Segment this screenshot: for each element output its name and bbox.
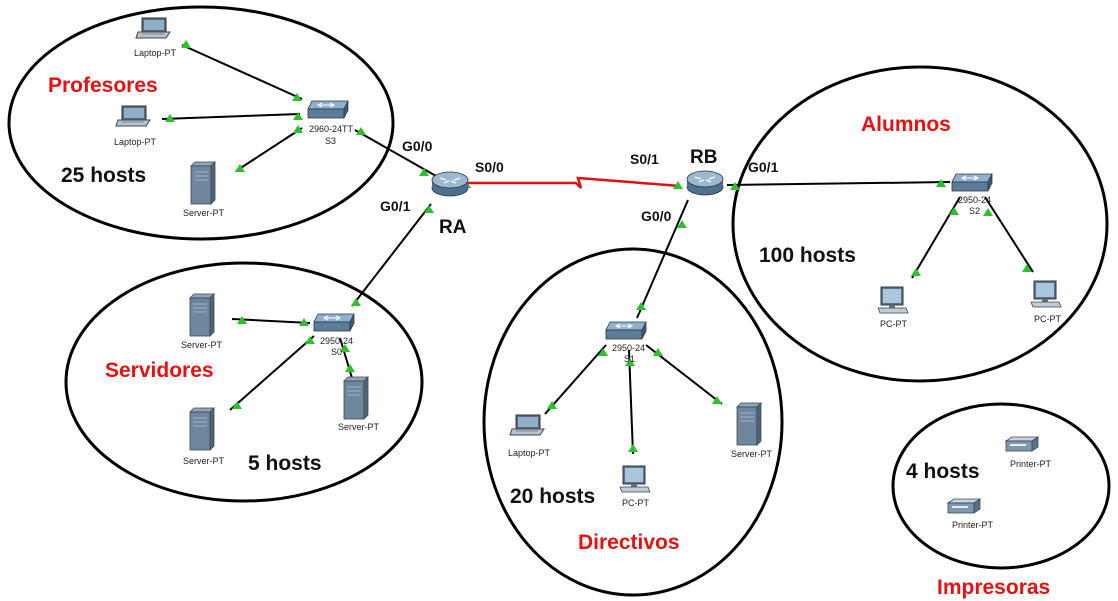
links bbox=[161, 44, 1034, 455]
link-s2-pc2 bbox=[984, 196, 1034, 273]
pc-icon[interactable] bbox=[1030, 280, 1062, 308]
router-icon[interactable] bbox=[431, 171, 469, 197]
router-ra-name: RA bbox=[439, 217, 467, 238]
ra-g01-label: G0/1 bbox=[380, 198, 411, 214]
profesores-zone bbox=[7, 5, 395, 241]
group-label-servidores: Servidores bbox=[105, 359, 214, 382]
printer-label: Printer-PT bbox=[952, 520, 994, 530]
switch-icon[interactable] bbox=[313, 313, 355, 332]
laptop-icon[interactable] bbox=[115, 105, 151, 127]
switch-name-label: S2 bbox=[969, 206, 980, 216]
pc-label: PC-PT bbox=[622, 498, 650, 508]
impresoras-zone bbox=[891, 402, 1111, 570]
link-rb-s1 bbox=[636, 199, 689, 319]
switch-name-label: S0 bbox=[331, 347, 342, 357]
pc-icon[interactable] bbox=[877, 286, 909, 314]
group-label-profesores: Profesores bbox=[48, 74, 158, 97]
switch-model-label: 2950-24 bbox=[320, 336, 353, 346]
link-s3-ra bbox=[354, 129, 437, 177]
serial-link-ra-rb bbox=[460, 176, 681, 189]
server-label: Server-PT bbox=[183, 456, 225, 466]
hosts-count-impresoras: 4 hosts bbox=[906, 460, 980, 483]
rb-g01-label: G0/1 bbox=[748, 159, 779, 175]
link-server1-s0 bbox=[231, 318, 311, 324]
laptop-label: Laptop-PT bbox=[114, 137, 157, 147]
link-lights bbox=[165, 40, 1032, 452]
pc-label: PC-PT bbox=[880, 319, 908, 329]
server-label: Server-PT bbox=[338, 422, 380, 432]
hosts-count-alumnos: 100 hosts bbox=[759, 244, 856, 267]
server-icon[interactable] bbox=[190, 161, 216, 205]
servidores-zone bbox=[64, 261, 424, 503]
ra-s00-label: S0/0 bbox=[475, 159, 504, 175]
laptop-icon[interactable] bbox=[509, 414, 545, 436]
router-icon[interactable] bbox=[686, 170, 724, 196]
switch-model-label: 2950-24 bbox=[958, 195, 991, 205]
printer-label: Printer-PT bbox=[1010, 459, 1052, 469]
server-icon[interactable] bbox=[343, 376, 369, 420]
hosts-count-profesores: 25 hosts bbox=[61, 164, 146, 187]
hosts-count-servidores: 5 hosts bbox=[248, 452, 322, 475]
printer-icon[interactable] bbox=[947, 498, 981, 514]
printer-icon[interactable] bbox=[1005, 436, 1039, 452]
link-s1-pc bbox=[628, 349, 634, 455]
laptop-icon[interactable] bbox=[135, 17, 171, 39]
server-label: Server-PT bbox=[181, 340, 223, 350]
server-icon[interactable] bbox=[189, 407, 215, 451]
link-laptop1-s3 bbox=[181, 44, 303, 100]
directivos-zone bbox=[482, 247, 784, 597]
switch-name-label: S3 bbox=[325, 136, 336, 146]
hosts-count-directivos: 20 hosts bbox=[510, 485, 595, 508]
rb-g00-label: G0/0 bbox=[641, 208, 672, 224]
switch-icon[interactable] bbox=[951, 173, 993, 192]
server-label: Server-PT bbox=[183, 208, 225, 218]
server-icon[interactable] bbox=[736, 402, 762, 446]
laptop-label: Laptop-PT bbox=[134, 48, 177, 58]
server-label: Server-PT bbox=[731, 449, 773, 459]
pc-label: PC-PT bbox=[1034, 314, 1062, 324]
ra-g00-label: G0/0 bbox=[402, 138, 433, 154]
link-ra-s0 bbox=[351, 203, 432, 307]
switch-icon[interactable] bbox=[307, 100, 349, 119]
switch-model-label: 2960-24TT bbox=[309, 124, 354, 134]
router-rb-name: RB bbox=[690, 147, 717, 168]
link-s1-laptop bbox=[544, 344, 607, 415]
group-label-alumnos: Alumnos bbox=[861, 113, 951, 136]
switch-model-label: 2950-24 bbox=[612, 343, 645, 353]
rb-s01-label: S0/1 bbox=[630, 151, 659, 167]
group-label-directivos: Directivos bbox=[578, 531, 680, 554]
link-server2-s0 bbox=[229, 335, 315, 411]
alumnos-zone bbox=[731, 65, 1109, 383]
link-server-s3 bbox=[235, 127, 303, 172]
link-laptop2-s3 bbox=[161, 113, 301, 120]
pc-icon[interactable] bbox=[619, 465, 651, 493]
switch-name-label: S1 bbox=[624, 354, 635, 364]
laptop-label: Laptop-PT bbox=[508, 448, 551, 458]
link-rb-s2 bbox=[726, 181, 951, 186]
server-icon[interactable] bbox=[189, 293, 215, 337]
group-label-impresoras: Impresoras bbox=[937, 576, 1050, 599]
switch-icon[interactable] bbox=[605, 321, 647, 340]
